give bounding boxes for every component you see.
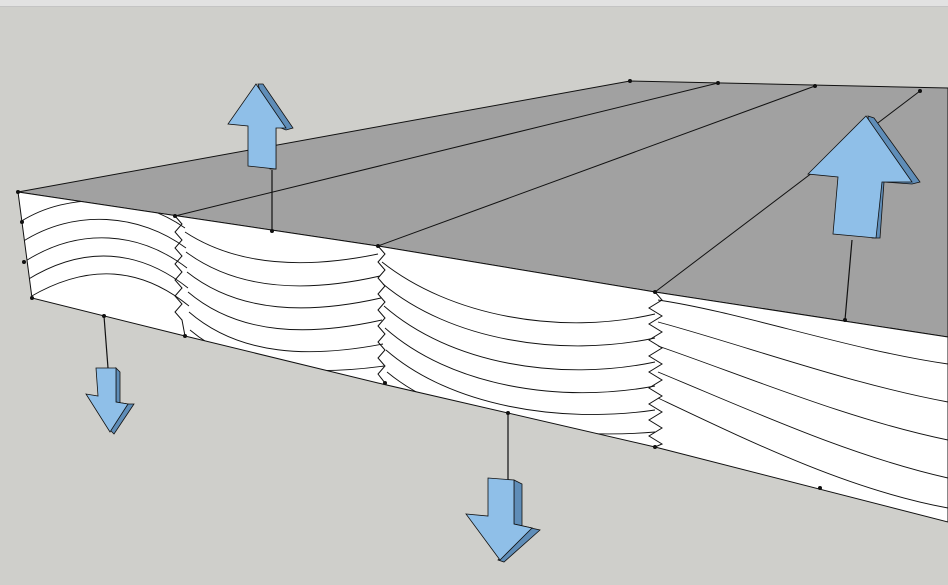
vertex	[376, 244, 380, 248]
viewport-top-bar	[0, 0, 948, 7]
vertex	[16, 190, 20, 194]
vertex	[716, 81, 720, 85]
vertex	[20, 220, 24, 224]
up-arrow-small-icon	[227, 83, 294, 231]
grain-board-4-a	[657, 299, 948, 365]
grain-board-2-a	[184, 231, 379, 264]
arrow-stem-line	[103, 315, 109, 369]
arrow-front-face	[227, 83, 287, 170]
vertex	[628, 79, 632, 83]
finger-joint-3	[648, 291, 664, 448]
vertex	[183, 334, 187, 338]
grain-board-3-c	[383, 305, 656, 371]
vertex	[383, 381, 387, 385]
grain-board-4-c	[657, 345, 948, 441]
vertex	[653, 290, 657, 294]
vertex-markers	[16, 79, 922, 490]
grain-board-4-b	[657, 321, 948, 403]
arrow-front-face	[465, 477, 533, 561]
vertex	[653, 445, 657, 449]
grain-board-1-c	[23, 237, 188, 269]
arrow-front-face	[85, 367, 129, 433]
vertex	[813, 84, 817, 88]
vertex	[22, 260, 26, 264]
vertex	[918, 89, 922, 93]
vertex	[818, 486, 822, 490]
down-arrow-center-icon	[465, 413, 541, 563]
arrow-stem-line	[844, 239, 853, 321]
grain-board-3-a	[381, 261, 656, 324]
grain-board-1-d	[26, 255, 189, 289]
grain-board-4-e	[657, 397, 948, 509]
grain-board-4-d	[657, 371, 948, 479]
grain-board-3-b	[382, 283, 656, 347]
grain-board-3-d	[384, 327, 656, 394]
finger-joint-2	[377, 245, 386, 384]
grain-board-2-c	[186, 271, 382, 309]
top-seam-1	[174, 82, 719, 217]
vertex	[30, 296, 34, 300]
grain-board-2-d	[187, 291, 383, 331]
finger-joint-1	[174, 215, 186, 337]
up-arrow-large-icon	[807, 115, 921, 321]
vertex	[173, 214, 177, 218]
finger-joints	[174, 215, 664, 448]
down-arrow-left-icon	[85, 315, 135, 435]
grain-board-2-e	[188, 311, 384, 353]
grain-board-3-e	[385, 349, 656, 415]
grain-board-1-e	[29, 273, 190, 307]
top-seam-2	[377, 85, 816, 247]
grain-board-1-b	[21, 218, 187, 249]
grain-board-2-b	[185, 251, 381, 287]
arrow-front-face	[807, 115, 913, 239]
